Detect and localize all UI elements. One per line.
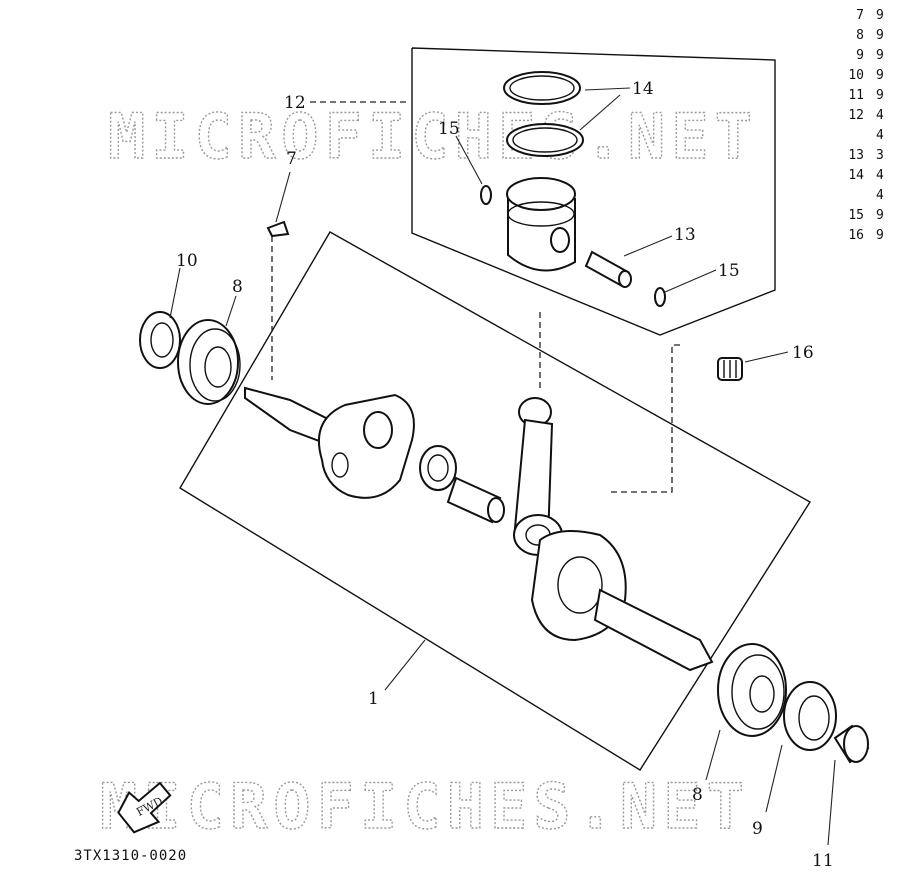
parts-list-number: 9 [876,228,884,243]
piston-ring-upper [503,71,581,105]
piston-kit-box [411,47,776,336]
parts-list-number: 3 [876,148,884,163]
parts-list-ref: 14 [848,168,864,183]
parts-list-number: 4 [876,108,884,123]
callout-7: 7 [286,149,297,169]
parts-list-ref [840,186,864,206]
needle-bearing-big [419,445,457,491]
callout-10: 10 [176,251,198,271]
parts-list-number: 9 [876,68,884,83]
parts-list-ref: 15 [848,208,864,223]
parts-list-row: 4 [840,126,900,146]
oil-seal-left [139,311,181,369]
bearing-left [177,319,241,405]
parts-list-ref: 8 [856,28,864,43]
circlip-right [654,287,666,307]
callout-11: 11 [812,851,834,871]
piston-pin [584,250,632,288]
parts-list-row: 15 9 [840,206,900,226]
callout-15-left: 15 [438,119,460,139]
parts-list-row: 14 4 [840,166,900,186]
bearing-right [717,643,787,737]
parts-list-number: 9 [876,8,884,23]
parts-list-number: 9 [876,208,884,223]
parts-list-ref: 9 [856,48,864,63]
parts-list-number: 4 [876,188,884,203]
callout-14: 14 [632,79,654,99]
crankshaft-assembly-box [179,231,811,771]
crank-pin [446,476,505,524]
parts-list-number: 9 [876,48,884,63]
parts-list-ref: 12 [848,108,864,123]
watermark-bottom: MICROFICHES.NET [100,770,750,843]
piston-ring-lower [506,123,584,157]
parts-list-number: 9 [876,28,884,43]
leader-lines [169,87,836,846]
parts-list-ref: 11 [848,88,864,103]
parts-list-number: 4 [876,168,884,183]
parts-list-row: 12 4 [840,106,900,126]
parts-list-number: 4 [876,128,884,143]
parts-list-row: 4 [840,186,900,206]
callout-1: 1 [368,689,379,709]
callout-8-right: 8 [692,785,703,805]
alignment-lines [271,101,680,493]
callout-13: 13 [674,225,696,245]
watermark-top: MICROFICHES.NET [108,100,758,173]
connecting-rod [513,397,563,556]
callout-9: 9 [752,819,763,839]
drawing-code: 3TX1310-0020 [74,848,188,864]
parts-list-ref: 7 [856,8,864,23]
callout-16: 16 [792,343,814,363]
parts-list-number: 9 [876,88,884,103]
woodruff-key [266,220,290,238]
parts-list-ref: 10 [848,68,864,83]
circlip-left [480,185,492,205]
parts-list-row: 10 9 [840,66,900,86]
callout-12: 12 [284,93,306,113]
parts-list-ref: 13 [848,148,864,163]
piston [506,177,576,272]
needle-bearing-small [717,357,743,381]
parts-list-ref: 16 [848,228,864,243]
callout-15-right: 15 [718,261,740,281]
collar [833,724,870,764]
crankshaft-left-half [244,386,415,499]
parts-list-row: 11 9 [840,86,900,106]
crankshaft-right-half [530,530,714,672]
callout-8-left: 8 [232,277,243,297]
parts-list-row: 13 3 [840,146,900,166]
parts-list-ref [840,126,864,146]
oil-seal-right [783,681,837,751]
parts-list-row: 16 9 [840,226,900,246]
